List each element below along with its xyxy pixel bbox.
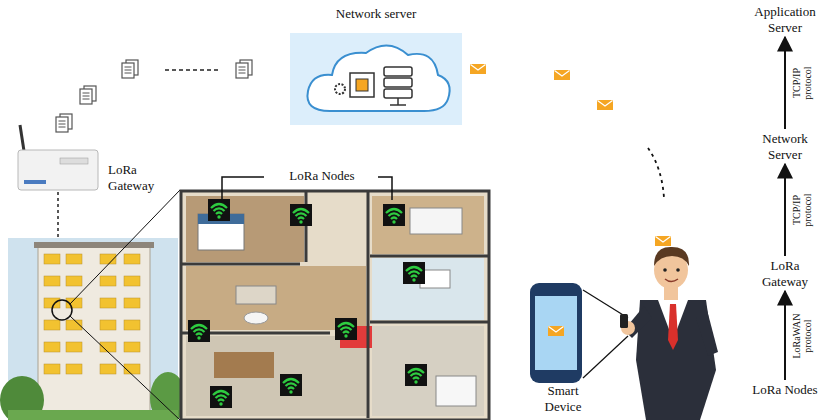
part-label: Smart Device (532, 383, 594, 414)
part-label: LoRa Nodes (266, 168, 378, 184)
stack-arrow (784, 37, 786, 129)
stack-arrow (784, 164, 786, 256)
layer-name: LoRa Gateway (752, 258, 818, 289)
stack-arrow (784, 291, 786, 380)
cloud-title: Network server (290, 6, 462, 22)
protocol-label: TCP/IP protocol (791, 184, 813, 236)
man-figure (620, 247, 718, 420)
document-icons (56, 60, 252, 132)
stack-layer: Network Server (752, 131, 818, 162)
layer-name: LoRa Nodes (752, 382, 818, 398)
protocol-label: TCP/IP protocol (791, 57, 813, 109)
part-label: LoRa Gateway (108, 162, 168, 193)
cloud-server: Network server (290, 33, 462, 125)
stack-layer: Application Server (752, 4, 818, 35)
layer-name: Network Server (752, 131, 818, 162)
cloud-icon (290, 33, 462, 125)
stack-layer: LoRa Gateway (752, 258, 818, 289)
stack-layer: LoRa Nodes (752, 382, 818, 398)
protocol-label: LoRaWAN protocol (791, 310, 813, 362)
building (0, 190, 186, 420)
layer-name: Application Server (752, 4, 818, 35)
message-envelopes (470, 64, 671, 246)
floor-plan (181, 191, 489, 420)
smartphone (530, 283, 628, 383)
gateway-device (18, 125, 98, 244)
